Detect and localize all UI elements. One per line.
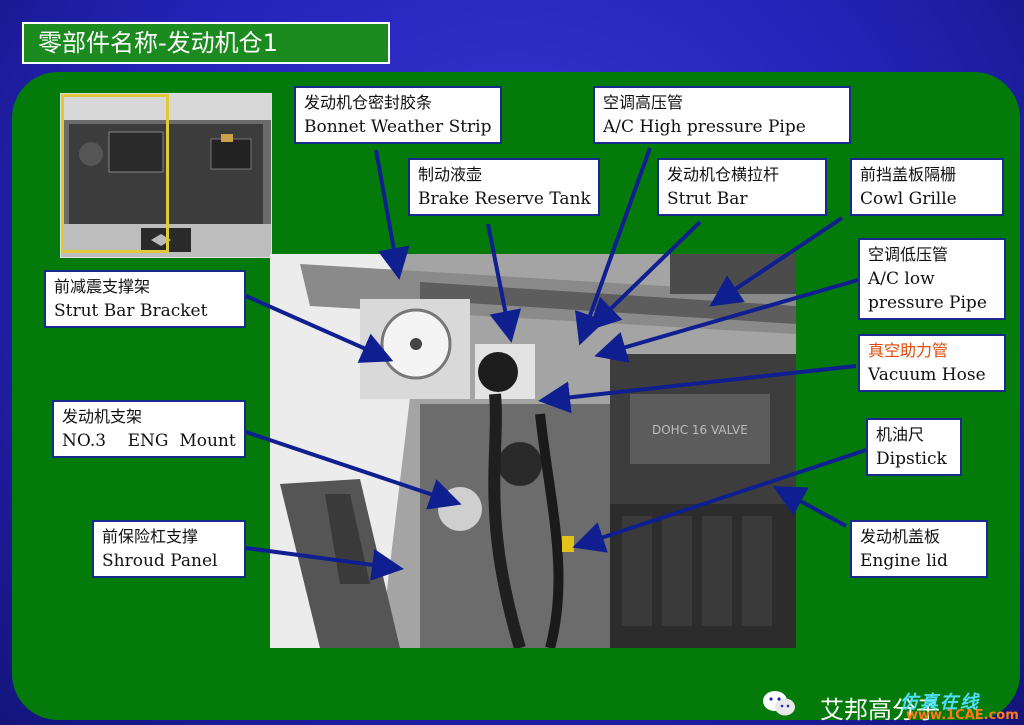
label-engine-lid: 发动机盖板 Engine lid bbox=[850, 520, 988, 578]
label-en: Shroud Panel bbox=[102, 551, 218, 571]
label-shroud-panel: 前保险杠支撑 Shroud Panel bbox=[92, 520, 246, 578]
engine-bay-photo: DOHC 16 VALVE bbox=[270, 254, 796, 648]
thumbnail-highlight-frame bbox=[61, 94, 169, 253]
label-en: A/C High pressure Pipe bbox=[603, 117, 806, 137]
label-en: pressure Pipe bbox=[868, 293, 987, 313]
label-cowl-grille: 前挡盖板隔栅 Cowl Grille bbox=[850, 158, 1004, 216]
label-zh: 机油尺 bbox=[876, 425, 925, 444]
label-zh: 空调低压管 bbox=[868, 245, 949, 264]
label-zh: 发动机仓密封胶条 bbox=[304, 93, 433, 112]
wechat-icon bbox=[762, 690, 796, 718]
label-zh: 前减震支撑架 bbox=[54, 277, 151, 296]
label-zh: 前保险杠支撑 bbox=[102, 527, 199, 546]
label-en: Cowl Grille bbox=[860, 189, 957, 209]
label-zh: 发动机支架 bbox=[62, 407, 143, 426]
label-bonnet-weather-strip: 发动机仓密封胶条 Bonnet Weather Strip bbox=[294, 86, 502, 144]
label-eng-mount: 发动机支架 NO.3 ENG Mount bbox=[52, 400, 246, 458]
label-en: Brake Reserve Tank bbox=[418, 189, 591, 209]
label-zh: 空调高压管 bbox=[603, 93, 684, 112]
watermark-text: 仿真在线 bbox=[900, 692, 980, 713]
label-en: Bonnet Weather Strip bbox=[304, 117, 492, 137]
label-en: Dipstick bbox=[876, 449, 947, 469]
label-strut-bar: 发动机仓横拉杆 Strut Bar bbox=[657, 158, 827, 216]
label-zh: 前挡盖板隔栅 bbox=[860, 165, 957, 184]
account-name: 艾邦高分子 bbox=[820, 696, 940, 724]
label-zh: 真空助力管 bbox=[868, 341, 949, 360]
label-en: Strut Bar bbox=[667, 189, 748, 209]
label-vacuum-hose: 真空助力管 Vacuum Hose bbox=[858, 334, 1006, 392]
label-zh: 发动机盖板 bbox=[860, 527, 941, 546]
label-zh: 制动液壶 bbox=[418, 165, 483, 184]
label-en: A/C low bbox=[868, 269, 935, 289]
label-zh: 发动机仓横拉杆 bbox=[667, 165, 780, 184]
label-ac-high-pressure-pipe: 空调高压管 A/C High pressure Pipe bbox=[593, 86, 851, 144]
label-en: Strut Bar Bracket bbox=[54, 301, 208, 321]
overview-photo bbox=[60, 93, 272, 258]
label-ac-low-pressure-pipe: 空调低压管 A/C low pressure Pipe bbox=[858, 238, 1006, 320]
label-brake-reserve-tank: 制动液壶 Brake Reserve Tank bbox=[408, 158, 600, 216]
engine-badge: DOHC 16 VALVE bbox=[652, 423, 748, 437]
label-en: Engine lid bbox=[860, 551, 948, 571]
slide-title: 零部件名称-发动机仓1 bbox=[22, 22, 390, 64]
label-dipstick: 机油尺 Dipstick bbox=[866, 418, 962, 476]
label-en: NO.3 ENG Mount bbox=[62, 431, 236, 451]
label-en: Vacuum Hose bbox=[868, 365, 986, 385]
watermark-url: www.1CAE.com bbox=[906, 708, 1019, 723]
label-strut-bar-bracket: 前减震支撑架 Strut Bar Bracket bbox=[44, 270, 246, 328]
